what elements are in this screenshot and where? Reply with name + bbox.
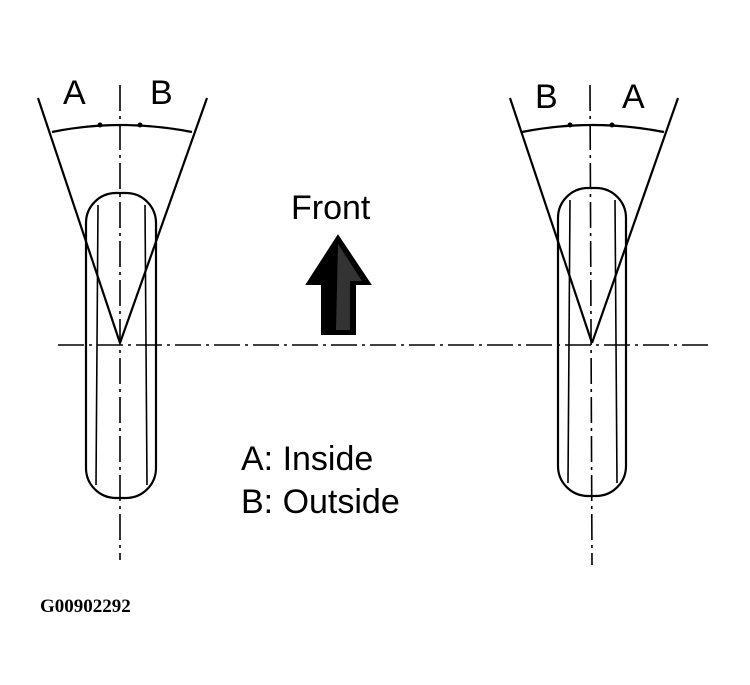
right-tire [556, 186, 628, 498]
left-tire-inner-edge-2 [144, 204, 148, 486]
right-label-b: B [535, 78, 558, 116]
figure-code: G00902292 [40, 596, 131, 617]
front-label: Front [291, 189, 371, 227]
right-wheel-group: B A [508, 78, 680, 566]
left-arc-dot-1 [97, 122, 103, 128]
right-angle-line-a [590, 97, 680, 344]
left-tire-inner-edge [95, 204, 99, 486]
legend: A: Inside B: Outside [241, 440, 400, 521]
legend-line-b: B: Outside [241, 483, 400, 521]
right-angle-arc [521, 123, 665, 134]
right-arc-dot-1 [567, 122, 573, 128]
right-arc-dot-2 [609, 122, 615, 128]
legend-line-a: A: Inside [241, 440, 373, 478]
left-wheel-group: A B [36, 74, 209, 560]
right-label-a: A [622, 78, 645, 116]
right-wheel-centerline [589, 84, 593, 566]
right-angle-line-b [508, 97, 594, 344]
left-label-a: A [63, 74, 86, 112]
right-tire-inner-edge [567, 199, 571, 484]
front-arrow-shade [336, 244, 362, 330]
left-tire [84, 191, 158, 500]
right-tire-inner-edge-2 [614, 199, 618, 484]
left-angle-line-a [36, 97, 122, 344]
left-angle-arc [51, 123, 193, 134]
left-angle-line-b [118, 97, 209, 344]
left-arc-dot-2 [137, 122, 143, 128]
left-label-b: B [150, 74, 173, 112]
front-direction-indicator: Front [291, 189, 372, 335]
